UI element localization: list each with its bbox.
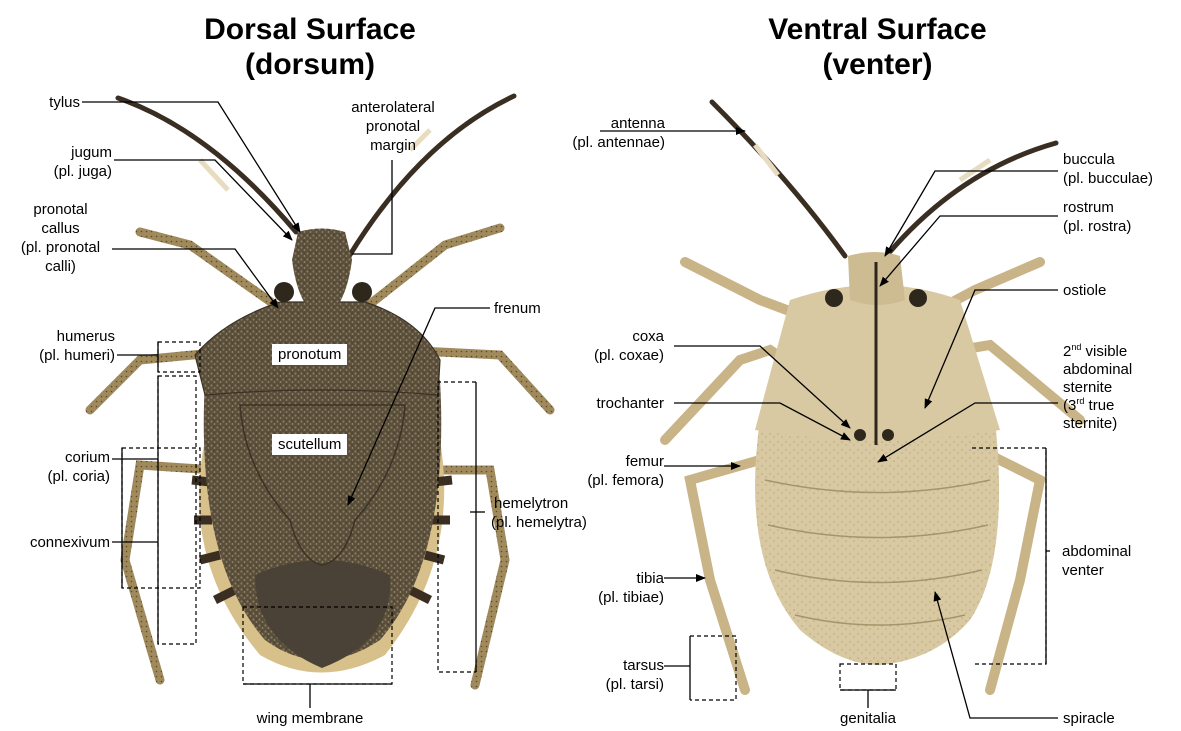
label-tylus: tylus xyxy=(20,93,80,112)
label-rostrum-plural: (pl. rostra) xyxy=(1063,217,1131,236)
ventral-title: Ventral Surface (venter) xyxy=(735,12,1020,82)
label-spiracle: spiracle xyxy=(1063,709,1115,728)
label-pronotal-callus-line1: pronotal xyxy=(8,200,113,219)
label-coxa-plural: (pl. coxae) xyxy=(560,346,664,365)
label-sternite-line5: sternite) xyxy=(1063,415,1132,433)
label-antenna-plural: (pl. antennae) xyxy=(540,133,665,152)
label-abdominal-venter: abdominal venter xyxy=(1062,542,1131,580)
label-humerus-plural: (pl. humeri) xyxy=(10,346,115,365)
label-jugum-name: jugum xyxy=(20,143,112,162)
ventral-title-line2: (venter) xyxy=(735,47,1020,82)
label-antenna: antenna (pl. antennae) xyxy=(540,114,665,152)
label-buccula-plural: (pl. bucculae) xyxy=(1063,169,1153,188)
label-pronotal-callus-line4: calli) xyxy=(8,257,113,276)
dorsal-head xyxy=(292,229,352,306)
label-buccula: buccula (pl. bucculae) xyxy=(1063,150,1153,188)
label-humerus: humerus (pl. humeri) xyxy=(10,327,115,365)
label-tibia: tibia (pl. tibiae) xyxy=(560,569,664,607)
label-corium-plural: (pl. coria) xyxy=(20,467,110,486)
label-corium-name: corium xyxy=(20,448,110,467)
ventral-antenna-right xyxy=(888,143,1056,254)
label-frenum: frenum xyxy=(494,299,541,318)
sternite-true-word: true xyxy=(1089,397,1115,414)
label-tarsus: tarsus (pl. tarsi) xyxy=(560,656,664,694)
label-tarsus-plural: (pl. tarsi) xyxy=(560,675,664,694)
label-rostrum-name: rostrum xyxy=(1063,198,1131,217)
label-2nd-visible-abdominal-sternite: 2nd visible abdominal sternite (3rd true… xyxy=(1063,343,1132,433)
label-genitalia: genitalia xyxy=(808,709,928,728)
label-sternite-line2: abdominal xyxy=(1063,361,1132,379)
sternite-ordinal-suffix: nd xyxy=(1071,342,1081,352)
label-pronotal-callus: pronotal callus (pl. pronotal calli) xyxy=(8,200,113,276)
label-jugum-plural: (pl. juga) xyxy=(20,162,112,181)
dorsal-specimen xyxy=(90,96,550,685)
sternite-true-number: (3 xyxy=(1063,397,1076,414)
label-femur: femur (pl. femora) xyxy=(560,452,664,490)
label-hemelytron-plural: (pl. hemelytra) xyxy=(491,513,587,532)
label-scutellum: scutellum xyxy=(272,434,347,455)
label-hemelytron: hemelytron (pl. hemelytra) xyxy=(491,494,587,532)
dorsal-title-line1: Dorsal Surface xyxy=(170,12,450,47)
label-jugum: jugum (pl. juga) xyxy=(20,143,112,181)
label-sternite-line4: (3rd true xyxy=(1063,397,1132,415)
label-anterolateral-line1: anterolateral xyxy=(338,98,448,117)
label-tibia-plural: (pl. tibiae) xyxy=(560,588,664,607)
label-femur-plural: (pl. femora) xyxy=(560,471,664,490)
dorsal-title: Dorsal Surface (dorsum) xyxy=(170,12,450,82)
label-pronotum: pronotum xyxy=(272,344,347,365)
label-anterolateral-pronotal-margin: anterolateral pronotal margin xyxy=(338,98,448,155)
ventral-specimen xyxy=(665,102,1080,690)
label-sternite-line3: sternite xyxy=(1063,379,1132,397)
label-hemelytron-name: hemelytron xyxy=(491,494,587,513)
ventral-antenna-left xyxy=(712,102,845,256)
label-anterolateral-line3: margin xyxy=(338,136,448,155)
sternite-visible-word: visible xyxy=(1086,343,1128,360)
label-pronotal-callus-line2: callus xyxy=(8,219,113,238)
label-rostrum: rostrum (pl. rostra) xyxy=(1063,198,1131,236)
label-abdominal-venter-line2: venter xyxy=(1062,561,1131,580)
label-trochanter: trochanter xyxy=(560,394,664,413)
label-coxa-name: coxa xyxy=(560,327,664,346)
label-tarsus-name: tarsus xyxy=(560,656,664,675)
label-femur-name: femur xyxy=(560,452,664,471)
sternite-true-suffix: rd xyxy=(1076,396,1084,406)
label-buccula-name: buccula xyxy=(1063,150,1153,169)
dorsal-title-line2: (dorsum) xyxy=(170,47,450,82)
label-coxa: coxa (pl. coxae) xyxy=(560,327,664,365)
label-antenna-name: antenna xyxy=(540,114,665,133)
label-wing-membrane: wing membrane xyxy=(240,709,380,728)
ventral-title-line1: Ventral Surface xyxy=(735,12,1020,47)
label-corium: corium (pl. coria) xyxy=(20,448,110,486)
label-tibia-name: tibia xyxy=(560,569,664,588)
label-anterolateral-line2: pronotal xyxy=(338,117,448,136)
label-pronotal-callus-line3: (pl. pronotal xyxy=(8,238,113,257)
label-abdominal-venter-line1: abdominal xyxy=(1062,542,1131,561)
label-ostiole: ostiole xyxy=(1063,281,1106,300)
label-humerus-name: humerus xyxy=(10,327,115,346)
label-connexivum: connexivum xyxy=(10,533,110,552)
ventral-abdomen xyxy=(755,420,999,665)
label-sternite-line1: 2nd visible xyxy=(1063,343,1132,361)
